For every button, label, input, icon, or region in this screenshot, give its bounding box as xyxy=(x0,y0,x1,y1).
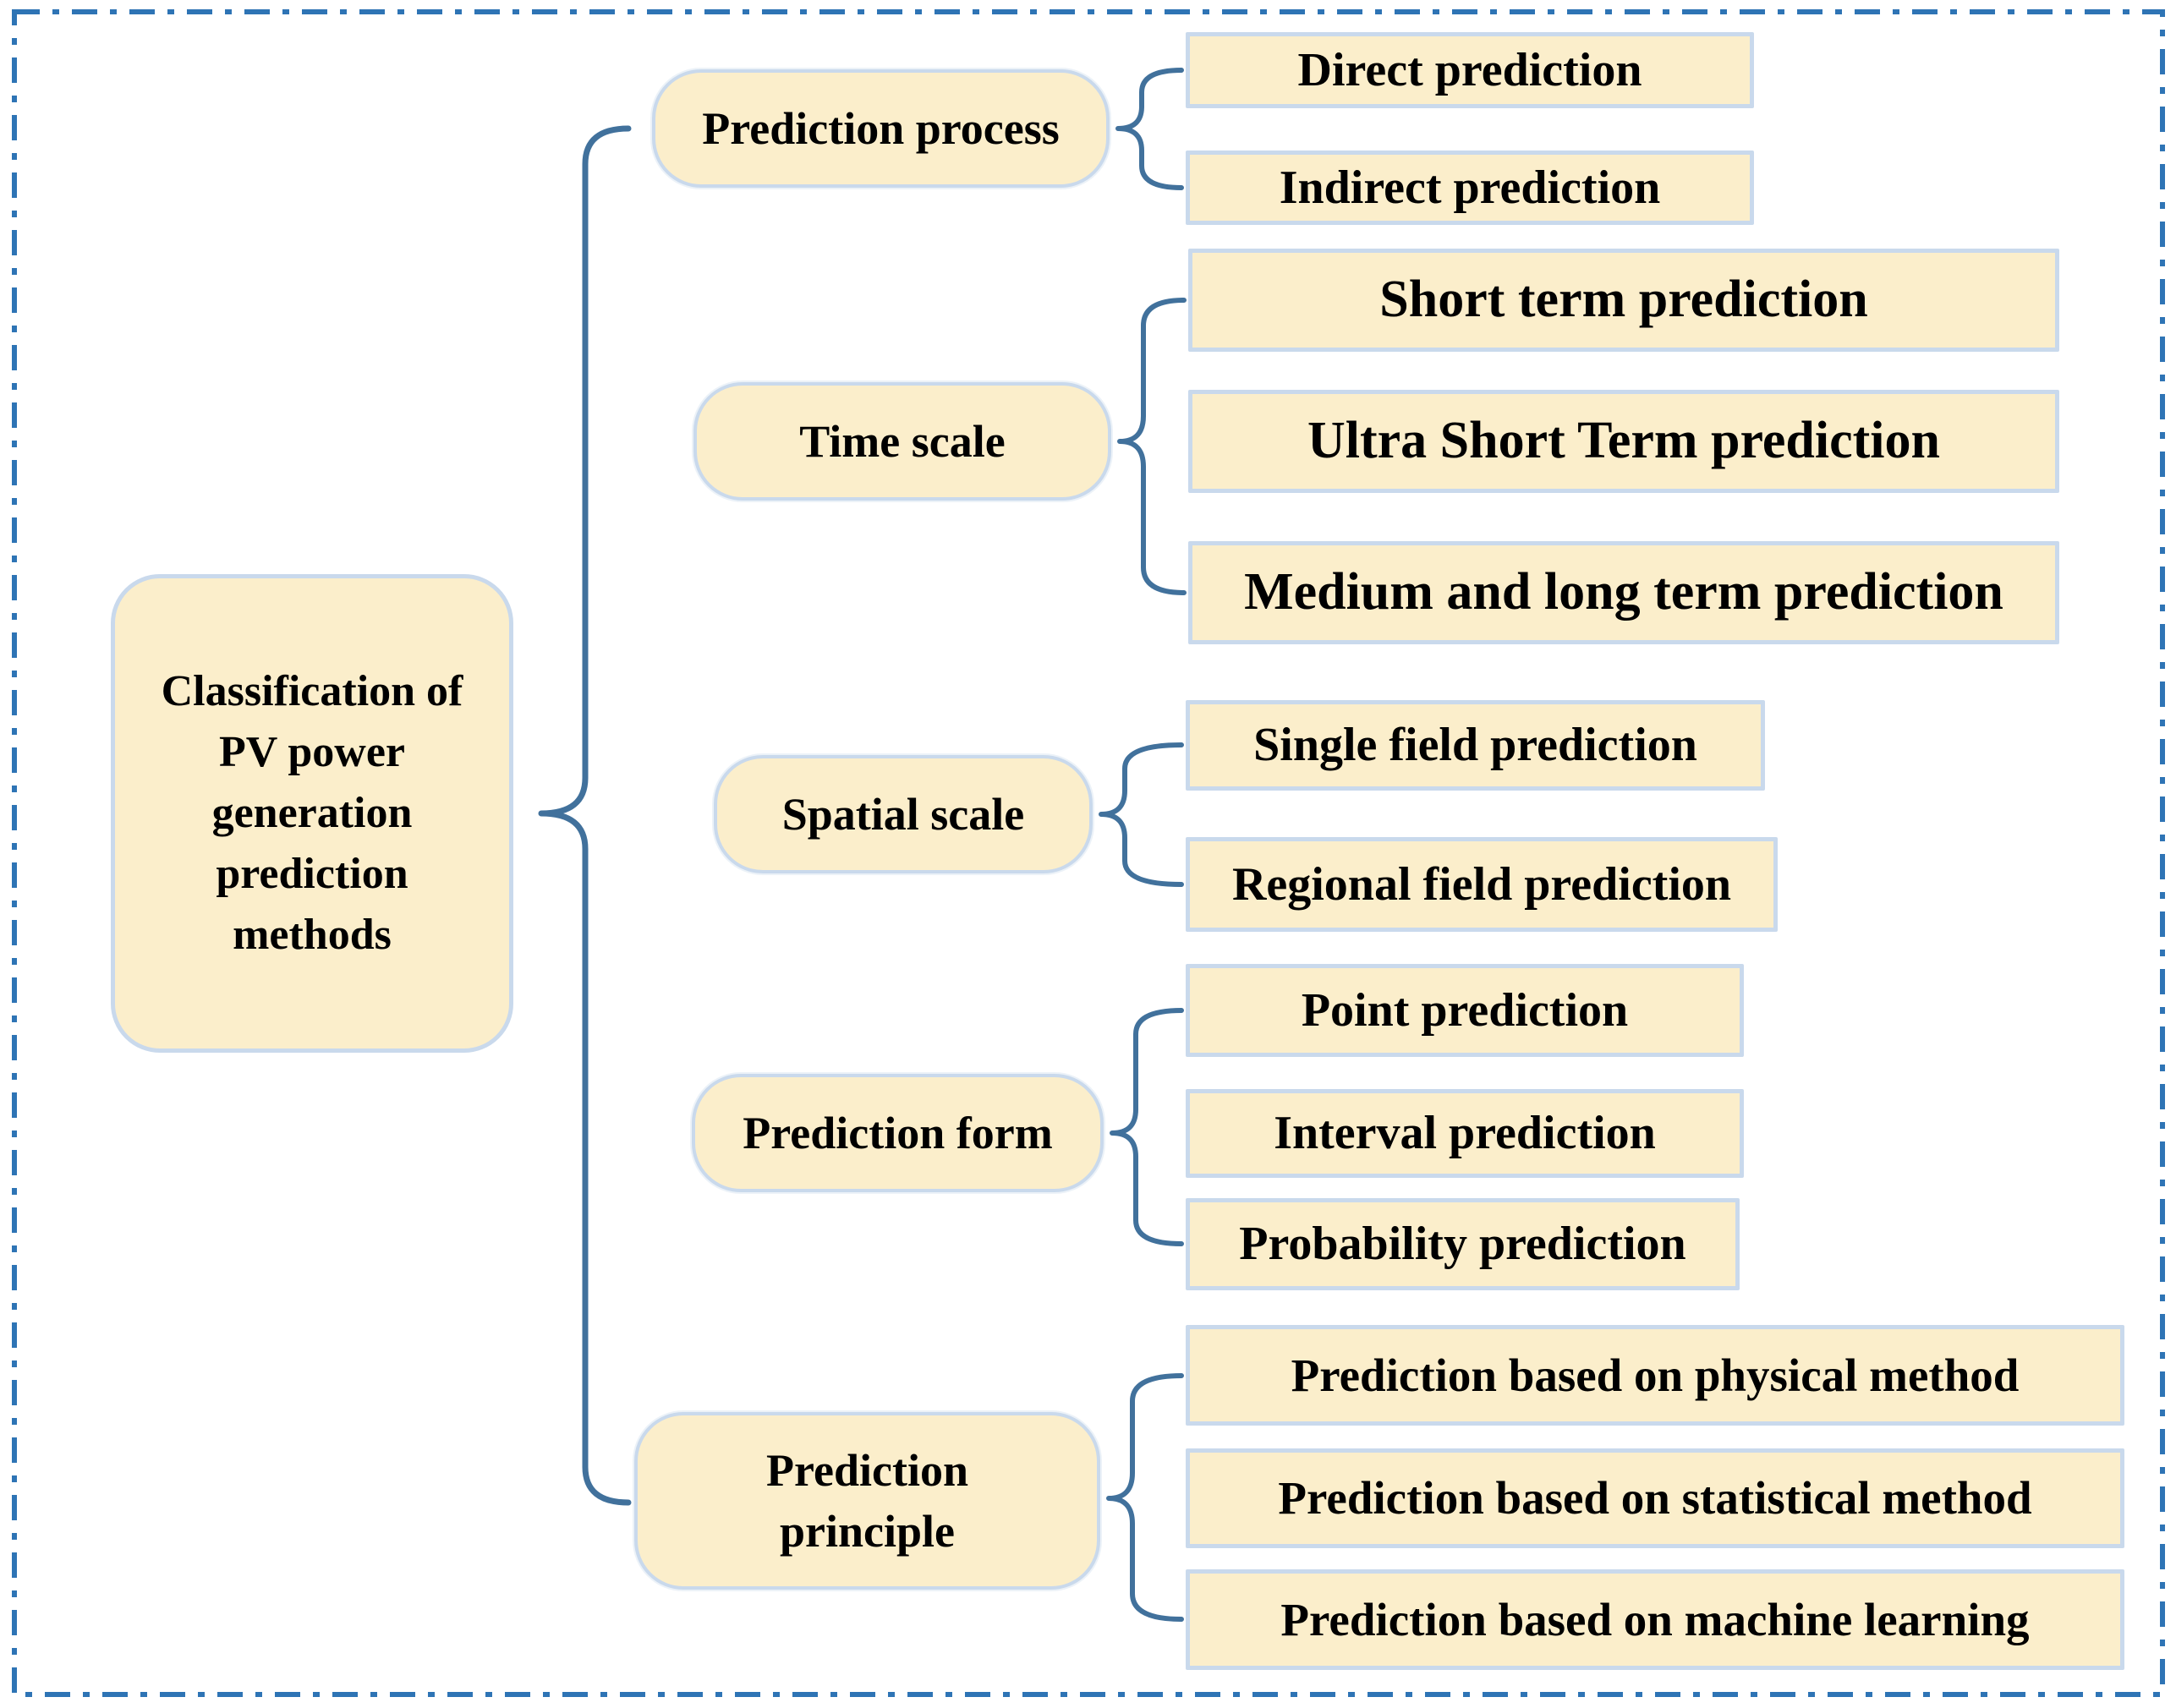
root-node: Classification of PV power generation pr… xyxy=(111,574,513,1053)
leaf-probability-prediction: Probability prediction xyxy=(1186,1198,1740,1290)
category-time-scale: Time scale xyxy=(693,382,1111,501)
category-prediction-principle: Prediction principle xyxy=(634,1412,1100,1590)
category-prediction-process: Prediction process xyxy=(652,69,1110,188)
leaf-point-prediction: Point prediction xyxy=(1186,964,1744,1057)
brace-main xyxy=(538,125,632,1506)
category-spatial-scale: Spatial scale xyxy=(714,755,1093,873)
category-prediction-form: Prediction form xyxy=(692,1074,1104,1192)
brace-prediction-process xyxy=(1115,68,1184,190)
leaf-prediction-based-on-statistical-method: Prediction based on statistical method xyxy=(1186,1448,2124,1548)
leaf-ultra-short-term-prediction: Ultra Short Term prediction xyxy=(1188,390,2059,493)
leaf-single-field-prediction: Single field prediction xyxy=(1186,700,1765,791)
leaf-short-term-prediction: Short term prediction xyxy=(1188,249,2059,352)
leaf-indirect-prediction: Indirect prediction xyxy=(1186,151,1754,225)
leaf-regional-field-prediction: Regional field prediction xyxy=(1186,837,1778,932)
brace-spatial-scale xyxy=(1099,742,1184,887)
leaf-direct-prediction: Direct prediction xyxy=(1186,32,1754,108)
outer-dashed-border xyxy=(12,9,2165,1697)
brace-time-scale xyxy=(1117,298,1187,595)
leaf-prediction-based-on-physical-method: Prediction based on physical method xyxy=(1186,1325,2124,1426)
leaf-medium-and-long-term-prediction: Medium and long term prediction xyxy=(1188,541,2059,644)
brace-prediction-principle xyxy=(1106,1373,1184,1622)
leaf-prediction-based-on-machine-learning: Prediction based on machine learning xyxy=(1186,1569,2124,1670)
brace-prediction-form xyxy=(1110,1008,1184,1246)
root-node-label: Classification of PV power generation pr… xyxy=(161,667,463,959)
leaf-interval-prediction: Interval prediction xyxy=(1186,1089,1744,1178)
